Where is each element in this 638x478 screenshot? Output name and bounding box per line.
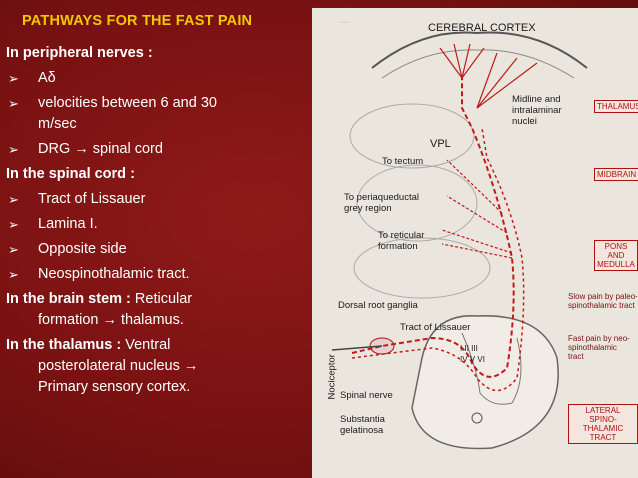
label-laminae: I II III IV V VI (460, 344, 485, 364)
bullet-drg: ➢ DRG → spinal cord (6, 139, 306, 160)
bullet-velocities: ➢ velocities between 6 and 30 m/sec (6, 93, 306, 135)
bullet-opposite: ➢ Opposite side (6, 239, 306, 260)
label-spinal-nerve: Spinal nerve (340, 390, 393, 401)
brainstem-text: Reticular (134, 291, 193, 307)
cortex-arc (371, 31, 588, 69)
thalamus-outline (349, 103, 475, 169)
bullet-text: Opposite side (38, 241, 127, 257)
slow-pain-path (351, 127, 525, 392)
cortex-arc-inner (381, 49, 575, 79)
label-lateral-spinothalamic: LATERAL SPINO-THALAMIC TRACT (568, 404, 638, 444)
bullet-text: Tract of Lissauer (38, 191, 146, 207)
bullet-text: DRG → spinal cord (38, 141, 163, 157)
bullet-arrow-icon: ➢ (8, 96, 19, 111)
bullet-arrow-icon: ➢ (8, 267, 19, 282)
bullet-arrow-icon: ➢ (8, 242, 19, 257)
bullet-arrow-icon: ➢ (8, 217, 19, 232)
bullet-lamina: ➢ Lamina I. (6, 214, 306, 235)
bullet-a-delta: ➢ Aδ (6, 68, 306, 89)
section-heading-peripheral: In peripheral nerves : (6, 45, 153, 61)
spinal-cord-outline (411, 315, 559, 450)
thalamus-text: Ventral (125, 337, 171, 353)
branch-lines (441, 159, 513, 259)
bullet-text: Lamina I. (38, 216, 98, 232)
section-thalamus: In the thalamus : Ventral posterolateral … (6, 335, 306, 398)
bullet-text-cont: m/sec (38, 116, 77, 132)
section-heading-thalamus: In the thalamus : (6, 337, 122, 353)
label-dorsal-root-ganglia: Dorsal root ganglia (338, 300, 418, 311)
label-slow-pain: Slow pain by paleo-spinothalamic tract (568, 292, 638, 310)
slide-body: In peripheral nerves : ➢ Aδ ➢ velocities b… (6, 43, 306, 398)
section-heading-brainstem: In the brain stem : (6, 291, 131, 307)
thalamus-text-cont2: Primary sensory cortex. (38, 379, 191, 395)
label-cerebral-cortex: CEREBRAL CORTEX (428, 22, 536, 34)
spinal-nerve-line (331, 345, 383, 351)
label-thalamus: THALAMUS (594, 100, 638, 113)
cortex-projections (439, 43, 538, 109)
central-canal (471, 412, 483, 424)
bullet-arrow-icon: ➢ (8, 71, 19, 86)
slide-title: PATHWAYS FOR THE FAST PAIN (22, 13, 253, 29)
bullet-text: velocities between 6 and 30 (38, 95, 217, 111)
pathway-diagram (331, 31, 588, 450)
bullet-neospinothalamic: ➢ Neospinothalamic tract. (6, 264, 306, 285)
bullet-text: Aδ (38, 70, 56, 86)
pons-outline (353, 237, 491, 299)
bullet-arrow-icon: ➢ (8, 142, 19, 157)
bullet-text: Neospinothalamic tract. (38, 266, 190, 282)
label-vpl: VPL (430, 138, 451, 150)
label-to-tectum: To tectum (382, 156, 424, 167)
thalamus-text-cont: posterolateral nucleus → (38, 358, 199, 374)
section-brainstem: In the brain stem : Reticular formation →… (6, 289, 306, 331)
brainstem-text-cont: formation → thalamus. (38, 312, 184, 328)
fast-pain-path (351, 78, 515, 378)
label-midbrain: MIDBRAIN (594, 168, 638, 181)
label-tract-of-lissauer: Tract of Lissauer (400, 322, 471, 333)
midbrain-outline (356, 164, 478, 242)
background-text: ... (340, 14, 350, 26)
label-nociceptor: Nociceptor (326, 354, 338, 400)
bullet-lissauer: ➢ Tract of Lissauer (6, 189, 306, 210)
bullet-arrow-icon: ➢ (8, 192, 19, 207)
section-heading-spinal: In the spinal cord : (6, 166, 135, 182)
